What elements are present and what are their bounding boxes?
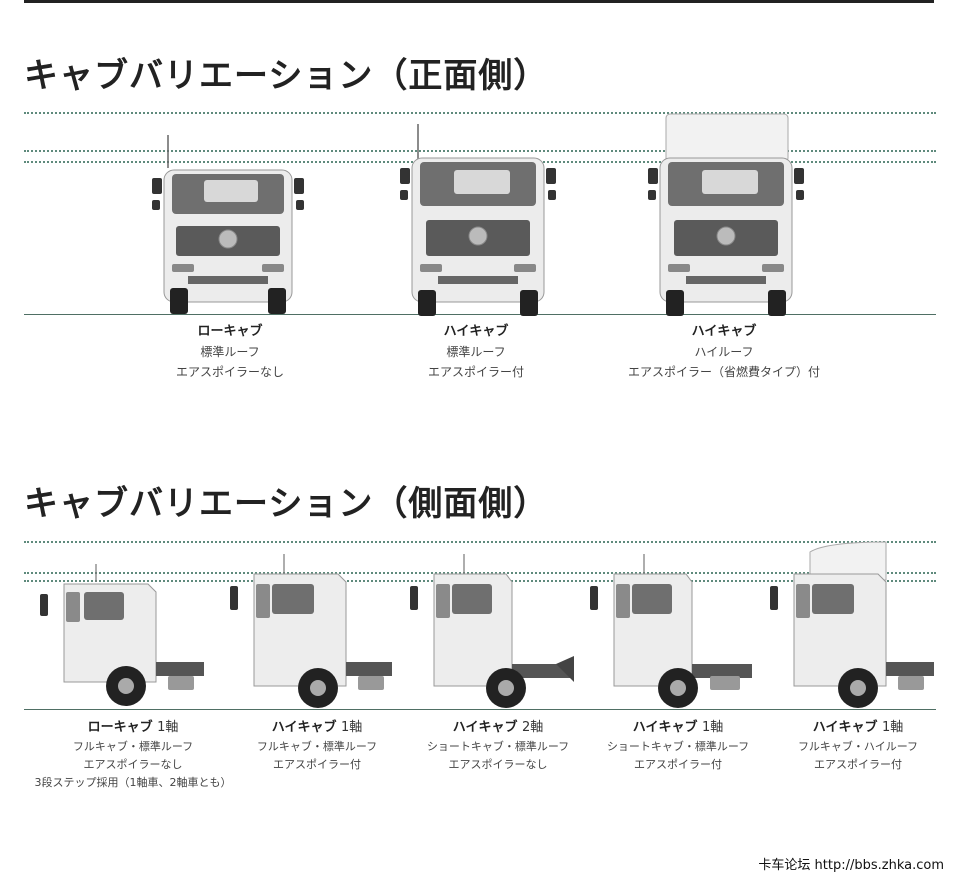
caption-title: ローキャブ xyxy=(197,324,263,339)
front-caption-3: ハイキャブ ハイルーフ エアスポイラー（省燃費タイプ）付 xyxy=(596,322,852,382)
caption-axle: 1軸 xyxy=(882,720,904,735)
caption-line: 標準ルーフ xyxy=(446,345,506,359)
caption-axle: 1軸 xyxy=(341,720,363,735)
truck-side-high-cab-2axle-image xyxy=(410,554,574,708)
front-caption-2: ハイキャブ 標準ルーフ エアスポイラー付 xyxy=(376,322,576,382)
caption-line: エアスポイラー付 xyxy=(814,758,902,771)
caption-axle: 1軸 xyxy=(702,720,724,735)
caption-title: ローキャブ xyxy=(87,720,153,735)
caption-line: エアスポイラーなし xyxy=(448,758,548,771)
truck-side-high-roof-1axle-image xyxy=(770,541,934,708)
caption-title: ハイキャブ xyxy=(632,720,698,735)
caption-line: フルキャブ・標準ルーフ xyxy=(256,740,378,753)
caption-title: ハイキャブ xyxy=(452,720,518,735)
side-caption-3: ハイキャブ 2軸 ショートキャブ・標準ルーフ エアスポイラーなし xyxy=(400,718,596,774)
top-rule xyxy=(24,0,934,3)
caption-line: エアスポイラー付 xyxy=(634,758,722,771)
dotted-guide-line xyxy=(24,112,936,114)
caption-axle: 1軸 xyxy=(157,720,179,735)
caption-line: エアスポイラーなし xyxy=(83,758,183,771)
section-title-front: キャブバリエーション（正面側） xyxy=(24,56,549,96)
truck-front-low-cab-image xyxy=(152,135,304,314)
truck-side-low-cab-1axle-image xyxy=(40,564,204,706)
section-title-side: キャブバリエーション（側面側） xyxy=(24,484,549,524)
caption-title: ハイキャブ xyxy=(812,720,878,735)
caption-line: 3段ステップ採用（1軸車、2軸車とも） xyxy=(34,776,232,789)
caption-title: ハイキャブ xyxy=(271,720,337,735)
side-caption-2: ハイキャブ 1軸 フルキャブ・標準ルーフ エアスポイラー付 xyxy=(222,718,412,774)
caption-line: エアスポイラー付 xyxy=(427,365,524,379)
caption-line: ハイルーフ xyxy=(694,345,754,359)
caption-line: ショートキャブ・標準ルーフ xyxy=(606,740,750,753)
caption-line: エアスポイラー（省燃費タイプ）付 xyxy=(627,365,820,379)
caption-line: エアスポイラーなし xyxy=(175,365,284,379)
truck-side-high-cab-1axle-image xyxy=(230,554,392,708)
caption-title: ハイキャブ xyxy=(691,324,757,339)
side-caption-1: ローキャブ 1軸 フルキャブ・標準ルーフ エアスポイラーなし 3段ステップ採用（… xyxy=(30,718,236,792)
dotted-guide-line xyxy=(24,150,936,152)
dotted-guide-line xyxy=(24,572,936,574)
dotted-guide-line xyxy=(24,541,936,543)
truck-side-high-cab-short-1axle-image xyxy=(590,554,752,708)
truck-front-high-cab-image xyxy=(400,124,556,316)
caption-axle: 2軸 xyxy=(522,720,544,735)
watermark-footer: 卡车论坛 http://bbs.zhka.com xyxy=(758,858,944,873)
caption-line: フルキャブ・ハイルーフ xyxy=(797,740,919,753)
side-caption-4: ハイキャブ 1軸 ショートキャブ・標準ルーフ エアスポイラー付 xyxy=(580,718,776,774)
caption-line: エアスポイラー付 xyxy=(273,758,361,771)
caption-line: 標準ルーフ xyxy=(200,345,260,359)
caption-title: ハイキャブ xyxy=(443,324,509,339)
side-caption-5: ハイキャブ 1軸 フルキャブ・ハイルーフ エアスポイラー付 xyxy=(766,718,950,774)
caption-line: ショートキャブ・標準ルーフ xyxy=(426,740,570,753)
ground-line xyxy=(24,709,936,710)
truck-front-high-roof-cab-image xyxy=(648,113,804,316)
ground-line xyxy=(24,314,936,315)
front-caption-1: ローキャブ 標準ルーフ エアスポイラーなし xyxy=(130,322,330,382)
caption-line: フルキャブ・標準ルーフ xyxy=(72,740,194,753)
